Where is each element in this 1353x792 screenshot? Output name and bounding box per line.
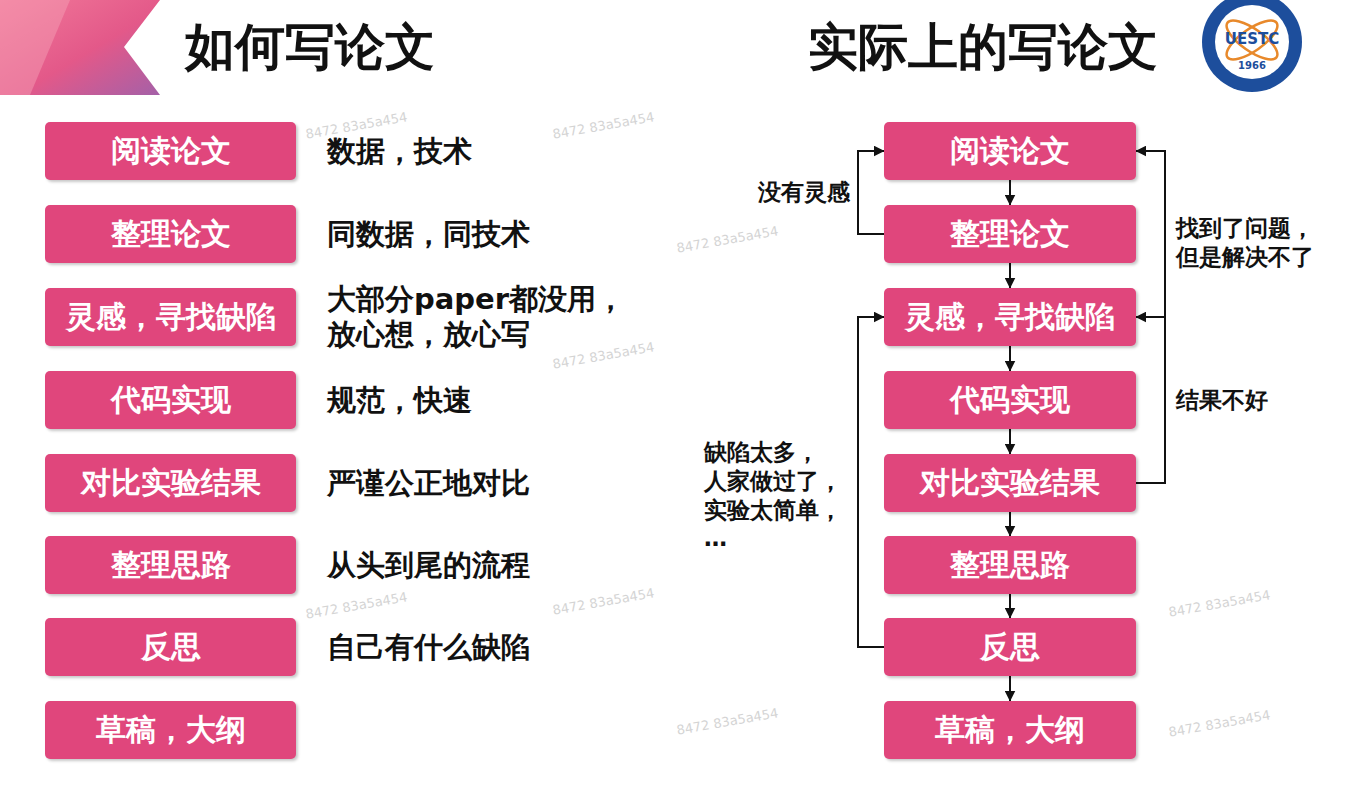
watermark: 8472 83a5a454 — [1167, 707, 1271, 740]
process-box: 整理论文 — [45, 205, 296, 263]
process-box: 灵感，寻找缺陷 — [45, 288, 296, 346]
process-box: 反思 — [45, 618, 296, 676]
logo-text: 1966 — [1232, 60, 1272, 71]
flow-arrow — [1136, 151, 1165, 483]
logo-orbit — [1221, 14, 1283, 66]
logo-text: UESTC — [1222, 30, 1282, 48]
logo-ring — [1202, 0, 1302, 92]
box-label: 对比实验结果 — [81, 463, 261, 504]
process-box: 反思 — [884, 618, 1136, 676]
corner-ribbon — [0, 0, 160, 95]
process-box: 对比实验结果 — [884, 454, 1136, 512]
process-box: 草稿，大纲 — [45, 701, 296, 759]
page-title: 如何写论文 — [185, 14, 435, 81]
process-box: 代码实现 — [45, 371, 296, 429]
process-box: 整理论文 — [884, 205, 1136, 263]
step-note: 同数据，同技术 — [327, 217, 657, 252]
box-label: 对比实验结果 — [920, 463, 1100, 504]
box-label: 整理论文 — [111, 214, 231, 255]
edge-label: 结果不好 — [1176, 386, 1296, 415]
step-note: 严谨公正地对比 — [327, 466, 657, 501]
process-box: 整理思路 — [884, 536, 1136, 594]
watermark: 8472 83a5a454 — [551, 339, 655, 372]
process-box: 阅读论文 — [884, 122, 1136, 180]
box-label: 阅读论文 — [950, 131, 1070, 172]
logo-orbit — [1221, 14, 1283, 66]
flow-arrow — [1009, 594, 1011, 618]
step-note: 大部分paper都没用， 放心想，放心写 — [327, 282, 657, 352]
edge-label: 找到了问题， 但是解决不了 — [1176, 214, 1346, 272]
box-label: 整理思路 — [111, 545, 231, 586]
watermark: 8472 83a5a454 — [675, 223, 779, 256]
box-label: 灵感，寻找缺陷 — [66, 297, 276, 338]
process-box: 代码实现 — [884, 371, 1136, 429]
process-box: 阅读论文 — [45, 122, 296, 180]
process-box: 整理思路 — [45, 536, 296, 594]
flow-arrow — [858, 151, 884, 234]
box-label: 阅读论文 — [111, 131, 231, 172]
watermark: 8472 83a5a454 — [551, 109, 655, 142]
step-note: 自己有什么缺陷 — [327, 630, 657, 665]
flow-arrow — [1009, 180, 1011, 205]
flow-arrow — [1136, 317, 1165, 483]
process-box: 对比实验结果 — [45, 454, 296, 512]
step-note: 从头到尾的流程 — [327, 548, 657, 583]
watermark: 8472 83a5a454 — [675, 705, 779, 738]
flow-arrow — [1009, 263, 1011, 288]
process-box: 草稿，大纲 — [884, 701, 1136, 759]
box-label: 灵感，寻找缺陷 — [905, 297, 1115, 338]
flow-arrow — [858, 317, 884, 647]
box-label: 反思 — [980, 627, 1040, 668]
box-label: 反思 — [141, 627, 201, 668]
box-label: 整理论文 — [950, 214, 1070, 255]
university-logo — [1202, 0, 1302, 92]
flow-arrow — [1009, 676, 1011, 701]
watermark: 8472 83a5a454 — [304, 589, 408, 622]
logo-inner — [1215, 5, 1289, 79]
box-label: 代码实现 — [950, 380, 1070, 421]
flow-arrow — [1009, 429, 1011, 454]
ribbon-highlight — [0, 0, 70, 95]
edge-label: 没有灵感 — [744, 178, 850, 207]
flow-arrow — [1009, 512, 1011, 536]
watermark: 8472 83a5a454 — [1167, 587, 1271, 620]
box-label: 草稿，大纲 — [96, 710, 246, 751]
step-note: 数据，技术 — [327, 134, 657, 169]
flow-arrow — [1009, 346, 1011, 371]
step-note: 规范，快速 — [327, 383, 657, 418]
process-box: 灵感，寻找缺陷 — [884, 288, 1136, 346]
edge-label: 缺陷太多， 人家做过了， 实验太简单， … — [704, 438, 854, 553]
section-title: 实际上的写论文 — [808, 14, 1158, 81]
box-label: 整理思路 — [950, 545, 1070, 586]
watermark: 8472 83a5a454 — [551, 585, 655, 618]
box-label: 草稿，大纲 — [935, 710, 1085, 751]
box-label: 代码实现 — [111, 380, 231, 421]
